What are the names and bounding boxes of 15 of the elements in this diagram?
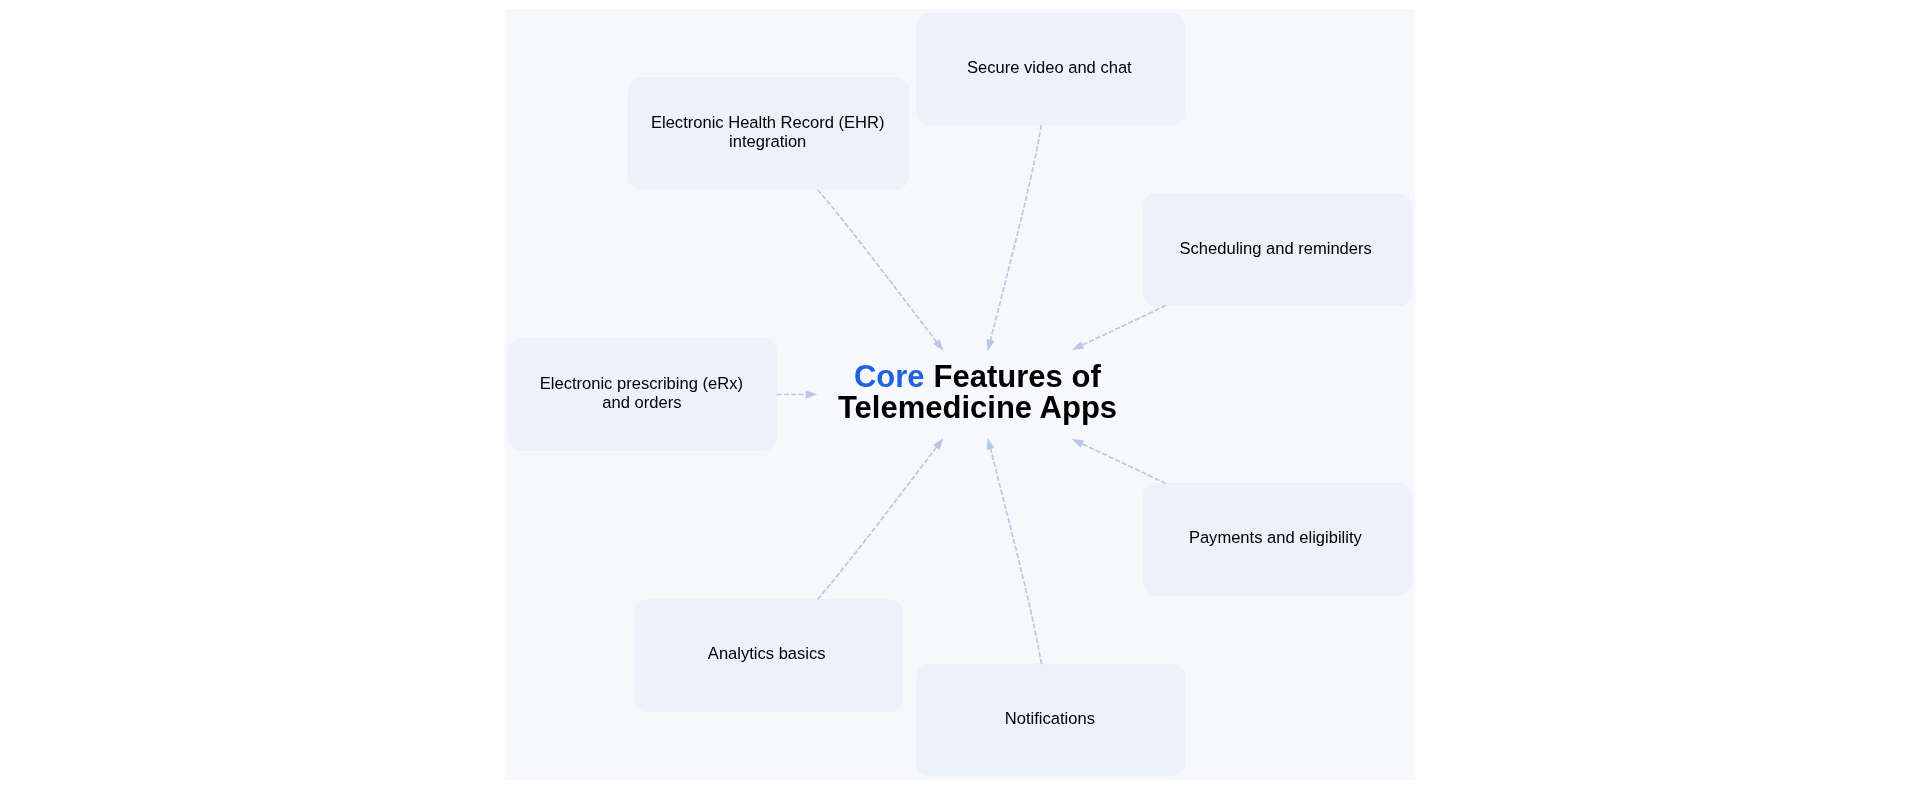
arrow bbox=[776, 389, 818, 399]
arrow bbox=[816, 437, 944, 600]
node-box: Analytics basics bbox=[633, 598, 903, 712]
node-box: Electronic Health Record (EHR) integration bbox=[627, 76, 910, 190]
node-box: Notifications bbox=[916, 663, 1186, 776]
arrow bbox=[986, 123, 1043, 351]
node-text: Core Features of Telemedicine Apps bbox=[837, 358, 1118, 425]
arrow bbox=[816, 188, 944, 351]
arrow bbox=[986, 437, 1043, 665]
arrow bbox=[1071, 304, 1167, 350]
node-box: Electronic prescribing (eRx) and orders bbox=[508, 337, 778, 451]
node-box: Payments and eligibility bbox=[1142, 482, 1412, 596]
node-box: Scheduling and reminders bbox=[1142, 192, 1412, 306]
node-box: Secure video and chat bbox=[916, 12, 1186, 125]
arrow bbox=[1071, 438, 1167, 484]
